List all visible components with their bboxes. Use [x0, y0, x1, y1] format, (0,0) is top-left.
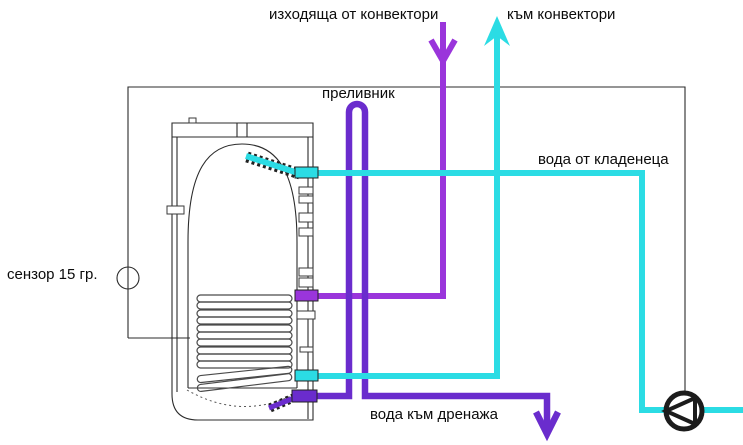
pump-impeller-triangle [661, 394, 697, 428]
pump-circulator-icon [661, 390, 705, 432]
buffer-tank [166, 117, 316, 421]
label-water-to-drain: вода към дренажа [370, 406, 498, 423]
tank-outer-shell [171, 122, 314, 421]
coil-turn [196, 309, 293, 318]
port-overflow [291, 389, 318, 403]
schematic-border [127, 86, 686, 391]
coil-turn-slanted [196, 373, 293, 393]
coil-turn [196, 360, 293, 369]
pipe-line [317, 22, 446, 299]
coil-turn-slanted [196, 365, 293, 384]
fitting [298, 267, 314, 277]
tank-fittings [166, 186, 316, 353]
port-to-convectors [294, 369, 319, 382]
down-arrow-icon [428, 38, 458, 68]
label-to-convectors: към конвектори [507, 6, 616, 23]
label-water-from-well: вода от кладенеца [538, 151, 669, 168]
pipe-to-convectors [317, 16, 510, 379]
border-line [127, 86, 686, 391]
label-sensor-15-deg: сензор 15 гр. [7, 266, 98, 283]
label-outgoing-from-convectors: изходяща от конвектори [269, 6, 439, 23]
pipe-overflow-drain [317, 100, 561, 442]
pipe-line [317, 32, 500, 379]
fitting [298, 227, 314, 237]
fitting-left [166, 205, 185, 215]
tank-ports [291, 166, 319, 403]
fitting [298, 186, 314, 195]
fitting [298, 195, 314, 204]
coil-turn [196, 316, 293, 325]
down-arrow-icon [533, 410, 561, 442]
coil-turn [196, 338, 293, 347]
port-convector-return [294, 289, 319, 302]
fitting [299, 346, 314, 353]
overflow-u-tube [317, 100, 551, 431]
pipe-convector-return [317, 22, 458, 299]
fitting [296, 310, 316, 320]
coil-turn [196, 294, 293, 303]
label-overflow: преливник [322, 85, 395, 102]
coil-turn [196, 353, 293, 362]
fitting [298, 212, 314, 223]
tank-top-fitting [236, 123, 248, 137]
coil-turn [196, 324, 293, 333]
coil-turn [196, 346, 293, 355]
dip-tube-top [245, 153, 302, 177]
fitting [298, 277, 314, 288]
heat-exchanger-coil [196, 294, 293, 393]
port-well-water-in [294, 166, 319, 179]
sensor-bulb-icon [116, 266, 140, 290]
coil-turn [196, 331, 293, 340]
tank-inner-dome [187, 143, 298, 243]
up-arrow-icon [484, 16, 510, 46]
tank-inner-vessel [187, 242, 298, 389]
coil-turn [196, 301, 293, 310]
tank-top-stub [188, 117, 197, 124]
